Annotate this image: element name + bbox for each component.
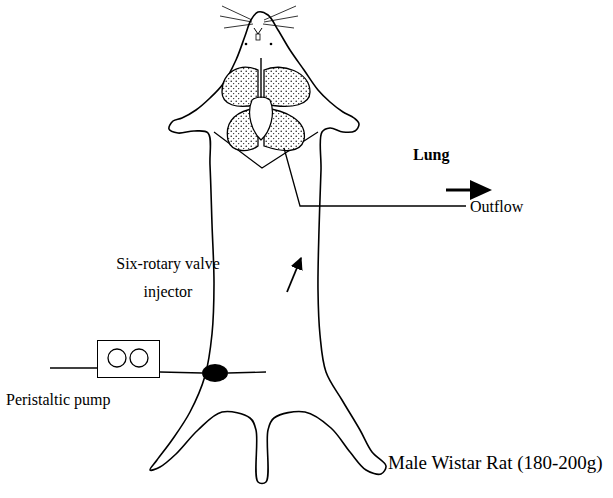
whisker <box>220 16 252 22</box>
eye <box>245 43 248 46</box>
valve-injector <box>202 364 228 382</box>
pump-box: Peristaltic pump <box>97 340 160 378</box>
pump-label: Peristaltic pump <box>6 391 110 409</box>
lung-label: Lung <box>413 145 463 165</box>
whisker <box>224 24 253 28</box>
flow-arrow <box>287 258 301 292</box>
roller <box>108 349 126 367</box>
whisker <box>263 24 294 28</box>
tubing <box>228 372 266 373</box>
lung-arrow-head <box>470 180 492 200</box>
outflow-label: Outflow <box>470 197 560 217</box>
eye <box>270 43 273 46</box>
caption: Male Wistar Rat (180-200g) <box>388 452 603 474</box>
pump-rollers <box>98 341 158 376</box>
whisker <box>264 16 298 22</box>
tubing <box>50 367 97 368</box>
whisker <box>222 6 252 20</box>
lung-arrow-shaft <box>446 189 472 192</box>
teeth <box>256 34 260 40</box>
tubing <box>160 372 202 373</box>
whisker <box>264 6 296 20</box>
heart <box>250 97 273 140</box>
roller <box>130 349 148 367</box>
trachea <box>260 58 261 98</box>
mouth <box>254 28 262 34</box>
rat-outline <box>150 12 386 484</box>
lung-lobe <box>264 67 310 106</box>
injector-label: Six-rotary valve injector <box>104 250 232 306</box>
